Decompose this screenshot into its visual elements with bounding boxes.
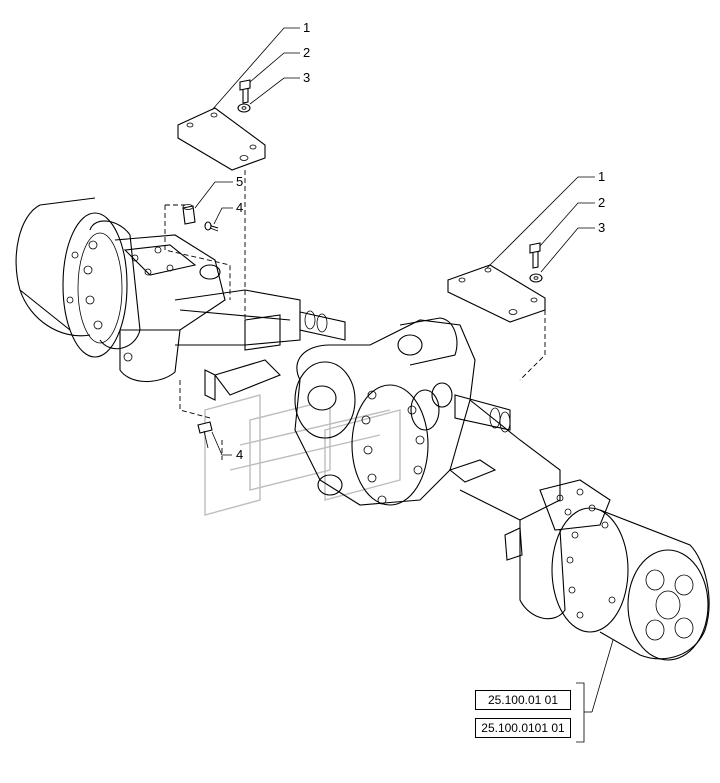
callout-1-right: 1: [598, 169, 605, 184]
reference-code-2[interactable]: 25.100.0101 01: [475, 718, 571, 738]
callout-3-right: 3: [598, 220, 605, 235]
callout-2-right: 2: [598, 195, 605, 210]
axle-housing: [15, 197, 710, 661]
watermark-logo: [204, 394, 401, 516]
reference-bracket: [576, 639, 614, 743]
callout-labels: 1 2 3 5 4 4 1 2 3: [236, 20, 605, 462]
callout-5-left: 5: [236, 174, 243, 189]
callout-4-left: 4: [236, 200, 243, 215]
reference-code-1[interactable]: 25.100.01 01: [475, 690, 571, 710]
mounting-plate-right: [447, 176, 595, 381]
mounting-plate-left: [177, 27, 300, 345]
callout-2-top: 2: [303, 45, 310, 60]
callout-4-bottom: 4: [236, 447, 243, 462]
callout-3-top: 3: [303, 70, 310, 85]
callout-1-top: 1: [303, 20, 310, 35]
small-parts-left: [164, 181, 233, 460]
